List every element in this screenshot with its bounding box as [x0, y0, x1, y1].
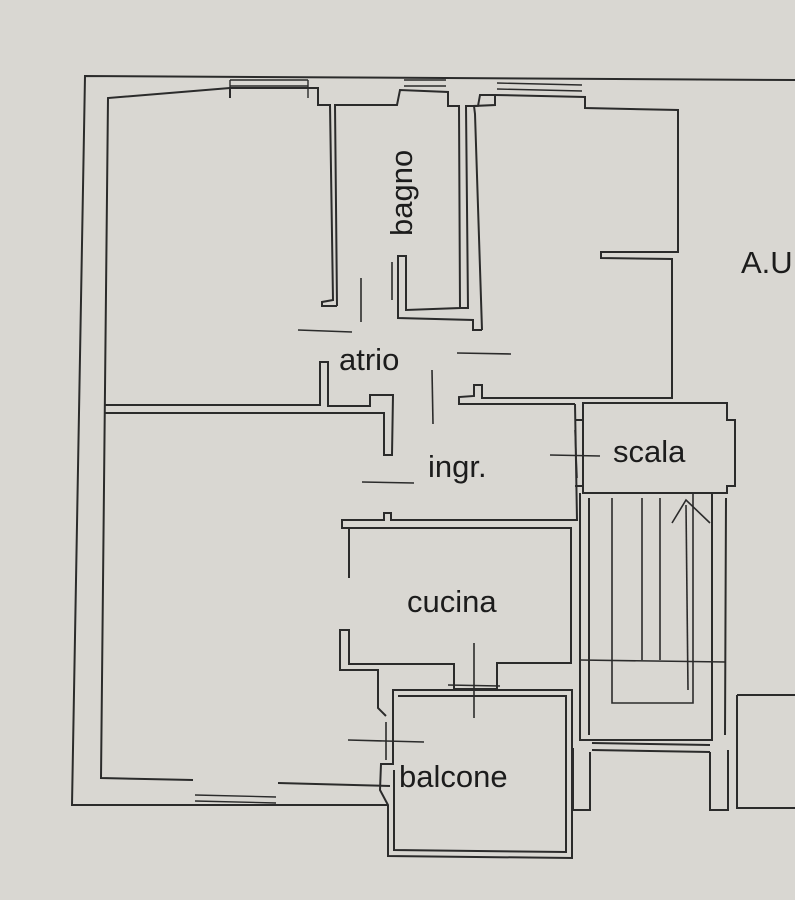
top-windows	[194, 79, 583, 804]
atrio-walls	[104, 361, 434, 484]
bagno-walls	[229, 87, 496, 333]
room-label-bagno: bagno	[384, 150, 419, 236]
balcone-walls	[347, 689, 573, 860]
upper-right-room-walls	[456, 94, 679, 405]
ingresso-walls	[341, 403, 601, 578]
adjacent-unit-label: A.U	[741, 245, 793, 280]
room-label-scala: scala	[613, 434, 686, 469]
room-label-balcone: balcone	[399, 759, 508, 794]
scala-walls	[572, 402, 795, 811]
outer-walls	[70, 74, 795, 806]
room-label-atrio: atrio	[339, 342, 399, 377]
cucina-walls	[339, 527, 572, 718]
room-label-ingresso: ingr.	[428, 449, 487, 484]
room-label-cucina: cucina	[407, 584, 497, 619]
